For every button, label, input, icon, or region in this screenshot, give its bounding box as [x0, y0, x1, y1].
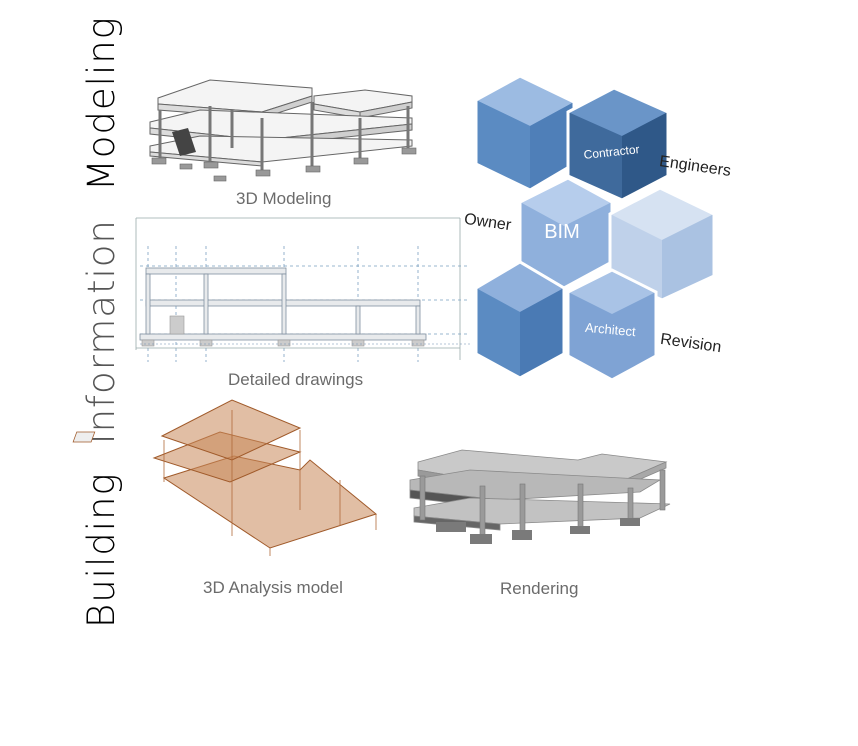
hex-label-bim: BIM [544, 221, 580, 243]
hex-top-left [474, 74, 576, 192]
caption-3d-modeling: 3D Modeling [236, 189, 332, 208]
caption-rendering: Rendering [500, 579, 579, 598]
hex-right-pale [608, 186, 716, 302]
caption-detailed-drawings: Detailed drawings [228, 370, 364, 389]
hex-label-contractor: Contractor [583, 142, 640, 162]
caption-3d-analysis-model: 3D Analysis model [203, 578, 343, 597]
hex-contractor [566, 86, 670, 202]
hex-bottom-left [474, 260, 566, 380]
hex-label-architect: Architect [585, 320, 637, 339]
hex-architect [566, 268, 658, 382]
